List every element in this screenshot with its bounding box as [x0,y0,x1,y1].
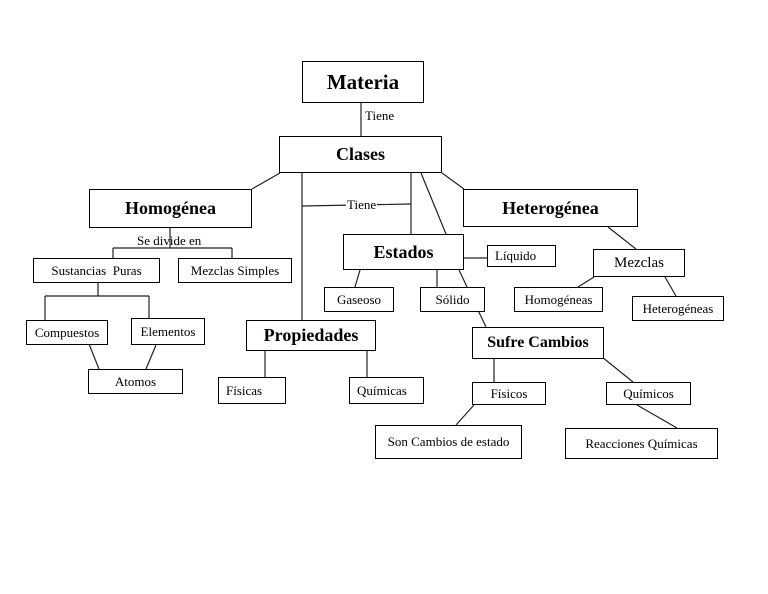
node-quimicos-label: Químicos [623,385,674,401]
edge-mezclas-homogeneas [577,276,595,288]
node-mezclas-label: Mezclas [614,254,664,271]
edge-elementos-atomos [145,344,157,370]
node-quimicos: Químicos [606,382,691,405]
node-clases-label: Clases [336,144,385,164]
node-reacciones-quimicas: Reacciones Químicas [565,428,718,459]
node-liquido-label: Líquido [495,248,537,263]
node-mezclas-simples-label: Mezclas Simples [190,262,280,278]
node-homogeneas-label: Homogéneas [524,291,593,307]
node-estados-label: Estados [373,241,434,262]
edge-clases-heterogenea [441,172,465,190]
edge-estados-gaseoso [354,269,361,288]
node-atomos: Atomos [88,369,183,394]
edge-clases-diagonal [420,172,447,235]
node-sustancias-puras: Sustancias Puras [33,258,160,283]
node-atomos-label: Atomos [114,373,157,389]
node-materia-label: Materia [326,69,400,94]
node-sustancias-puras-label: Sustancias Puras [51,262,142,278]
node-heterogeneas-label: Heterogéneas [642,300,714,316]
node-compuestos: Compuestos [26,320,108,345]
node-fisicos-label: Físicos [490,385,528,401]
node-homogeneas: Homogéneas [514,287,603,312]
node-compuestos-label: Compuestos [34,324,100,340]
node-elementos: Elementos [131,318,205,345]
node-homogenea: Homogénea [89,189,252,228]
edge-sufre-quimicos [601,356,634,383]
node-heterogenea-label: Heterogénea [502,197,599,218]
node-gaseoso-label: Gaseoso [336,291,382,307]
node-heterogeneas: Heterogéneas [632,296,724,321]
edge-compuestos-atomos [88,343,100,370]
node-elementos-label: Elementos [140,323,196,339]
node-mezclas-simples: Mezclas Simples [178,258,292,283]
node-gaseoso: Gaseoso [324,287,394,312]
edge-mezclas-heterogeneas [664,276,677,297]
node-quimicas: Químicas [349,377,424,404]
node-heterogenea: Heterogénea [463,189,638,227]
node-reacciones-quimicas-label: Reacciones Químicas [585,435,698,451]
node-propiedades-label: Propiedades [263,325,359,345]
node-estados: Estados [343,234,464,270]
node-clases: Clases [279,136,442,173]
node-sufre-cambios: Sufre Cambios [472,327,604,359]
node-solido: Sólido [420,287,485,312]
node-fisicos: Físicos [472,382,546,405]
node-son-cambios-de-estado: Son Cambios de estado [375,425,522,459]
node-solido-label: Sólido [435,291,470,307]
edge-heterogenea-mezclas [607,226,637,250]
edge-label-tiene-1: Tiene [364,108,396,124]
node-son-cambios-label: Son Cambios de estado [387,434,510,449]
node-propiedades: Propiedades [246,320,376,351]
edge-label-se-divide-en: Se divide en [137,233,202,248]
edge-clases-homogenea [251,172,281,190]
node-homogenea-label: Homogénea [125,198,216,218]
node-fisicas: Físicas [218,377,286,404]
edge-label-tiene-2: Tiene [346,197,378,213]
node-materia: Materia [302,61,424,103]
node-quimicas-label: Químicas [357,382,407,398]
node-liquido: Líquido [487,245,556,267]
node-fisicas-label: Físicas [226,382,263,398]
edge-quimicos-reacciones [636,404,678,429]
node-sufre-cambios-label: Sufre Cambios [487,334,589,351]
node-mezclas: Mezclas [593,249,685,277]
edge-fisicos-son-cambios [455,404,475,426]
